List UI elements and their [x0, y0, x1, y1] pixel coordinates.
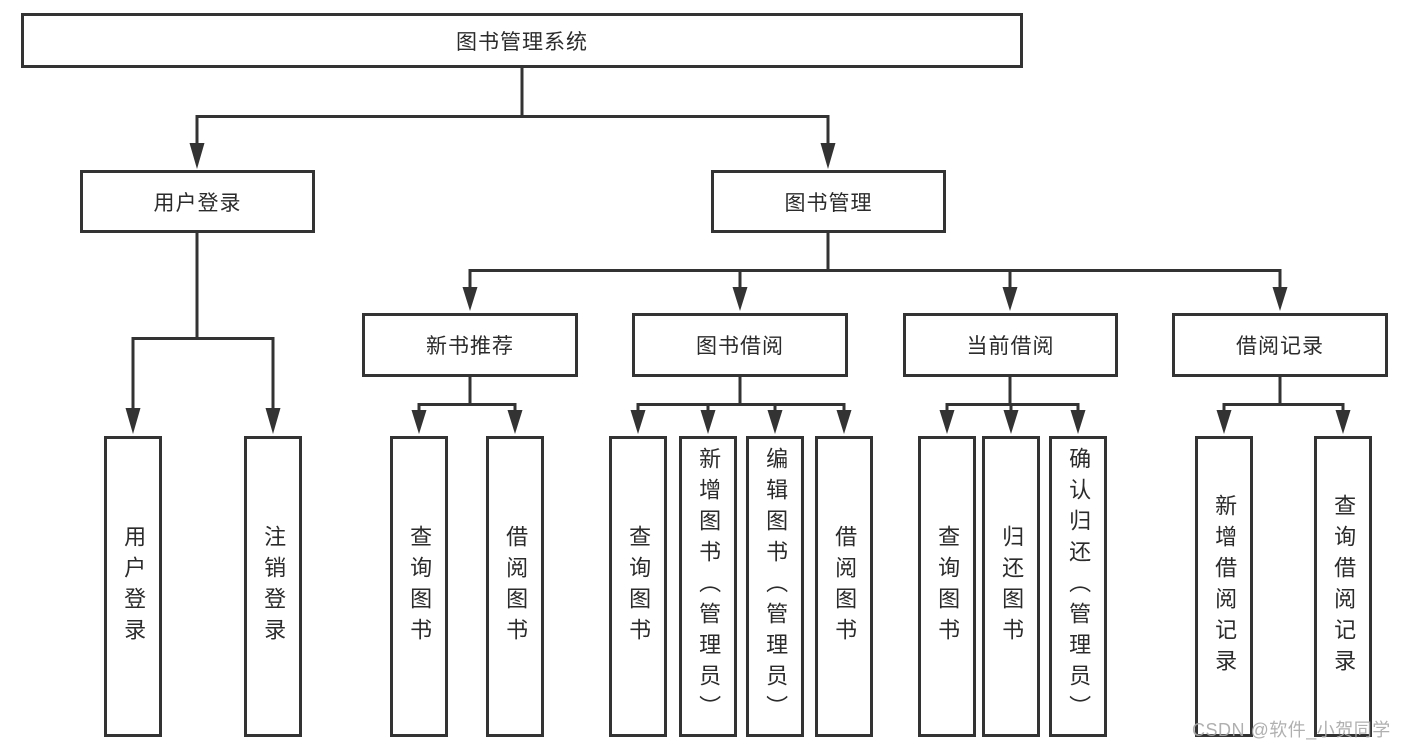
node-leaf-nb-borrow-books: 借阅图书: [486, 436, 544, 737]
node-leaf-bb-query-books: 查询图书: [609, 436, 667, 737]
connector-root-to-level2: [189, 68, 836, 169]
node-label: 图书借阅: [696, 335, 784, 358]
node-book-management-system: 图书管理系统: [21, 13, 1023, 68]
node-new-book-recommend: 新书推荐: [362, 313, 578, 377]
node-book-borrow: 图书借阅: [632, 313, 848, 377]
connector-current-borrow-children: [939, 377, 1086, 434]
node-label: 借阅图书: [503, 524, 529, 649]
node-book-management: 图书管理: [711, 170, 946, 233]
node-label: 借阅记录: [1236, 335, 1324, 358]
node-label: 查询图书: [407, 524, 433, 649]
node-label: 查询图书: [626, 524, 652, 649]
node-label: 图书管理: [784, 191, 873, 215]
node-leaf-cb-return-books: 归还图书: [982, 436, 1040, 737]
node-label: 注销登录: [261, 524, 287, 649]
node-label: 当前借阅: [966, 335, 1055, 358]
connector-new-book-children: [411, 377, 523, 434]
node-label: 图书管理系统: [456, 30, 588, 54]
node-label: 查询借阅记录: [1331, 493, 1357, 680]
node-leaf-bb-add-books-admin: 新增图书（管理员）: [679, 436, 737, 737]
node-leaf-br-add-record: 新增借阅记录: [1195, 436, 1253, 737]
node-leaf-cb-query-books: 查询图书: [918, 436, 976, 737]
node-label: 用户登录: [121, 524, 147, 649]
node-leaf-logout: 注销登录: [244, 436, 302, 737]
node-label: 确认归还（管理员）: [1066, 447, 1092, 726]
node-borrow-record: 借阅记录: [1172, 313, 1388, 377]
node-label: 新书推荐: [426, 335, 514, 358]
node-leaf-br-query-record: 查询借阅记录: [1314, 436, 1372, 737]
node-leaf-bb-borrow-books: 借阅图书: [815, 436, 873, 737]
connector-book-borrow-children: [630, 377, 852, 434]
node-leaf-bb-edit-books-admin: 编辑图书（管理员）: [746, 436, 804, 737]
node-leaf-user-login: 用户登录: [104, 436, 162, 737]
node-label: 编辑图书（管理员）: [763, 447, 789, 726]
node-label: 新增图书（管理员）: [696, 447, 722, 726]
node-leaf-nb-query-books: 查询图书: [390, 436, 448, 737]
connector-book-management-sections: [462, 233, 1288, 311]
node-label: 新增借阅记录: [1212, 493, 1238, 680]
node-label: 查询图书: [935, 524, 961, 649]
node-label: 归还图书: [999, 524, 1025, 649]
node-label: 用户登录: [153, 191, 242, 215]
node-current-borrow: 当前借阅: [903, 313, 1118, 377]
node-label: 借阅图书: [832, 524, 858, 649]
node-user-login: 用户登录: [80, 170, 315, 233]
node-leaf-cb-confirm-return-admin: 确认归还（管理员）: [1049, 436, 1107, 737]
connector-user-login-children: [125, 233, 281, 434]
csdn-watermark: CSDN @软件_小贺同学: [1192, 720, 1391, 740]
connector-borrow-record-children: [1216, 377, 1351, 434]
